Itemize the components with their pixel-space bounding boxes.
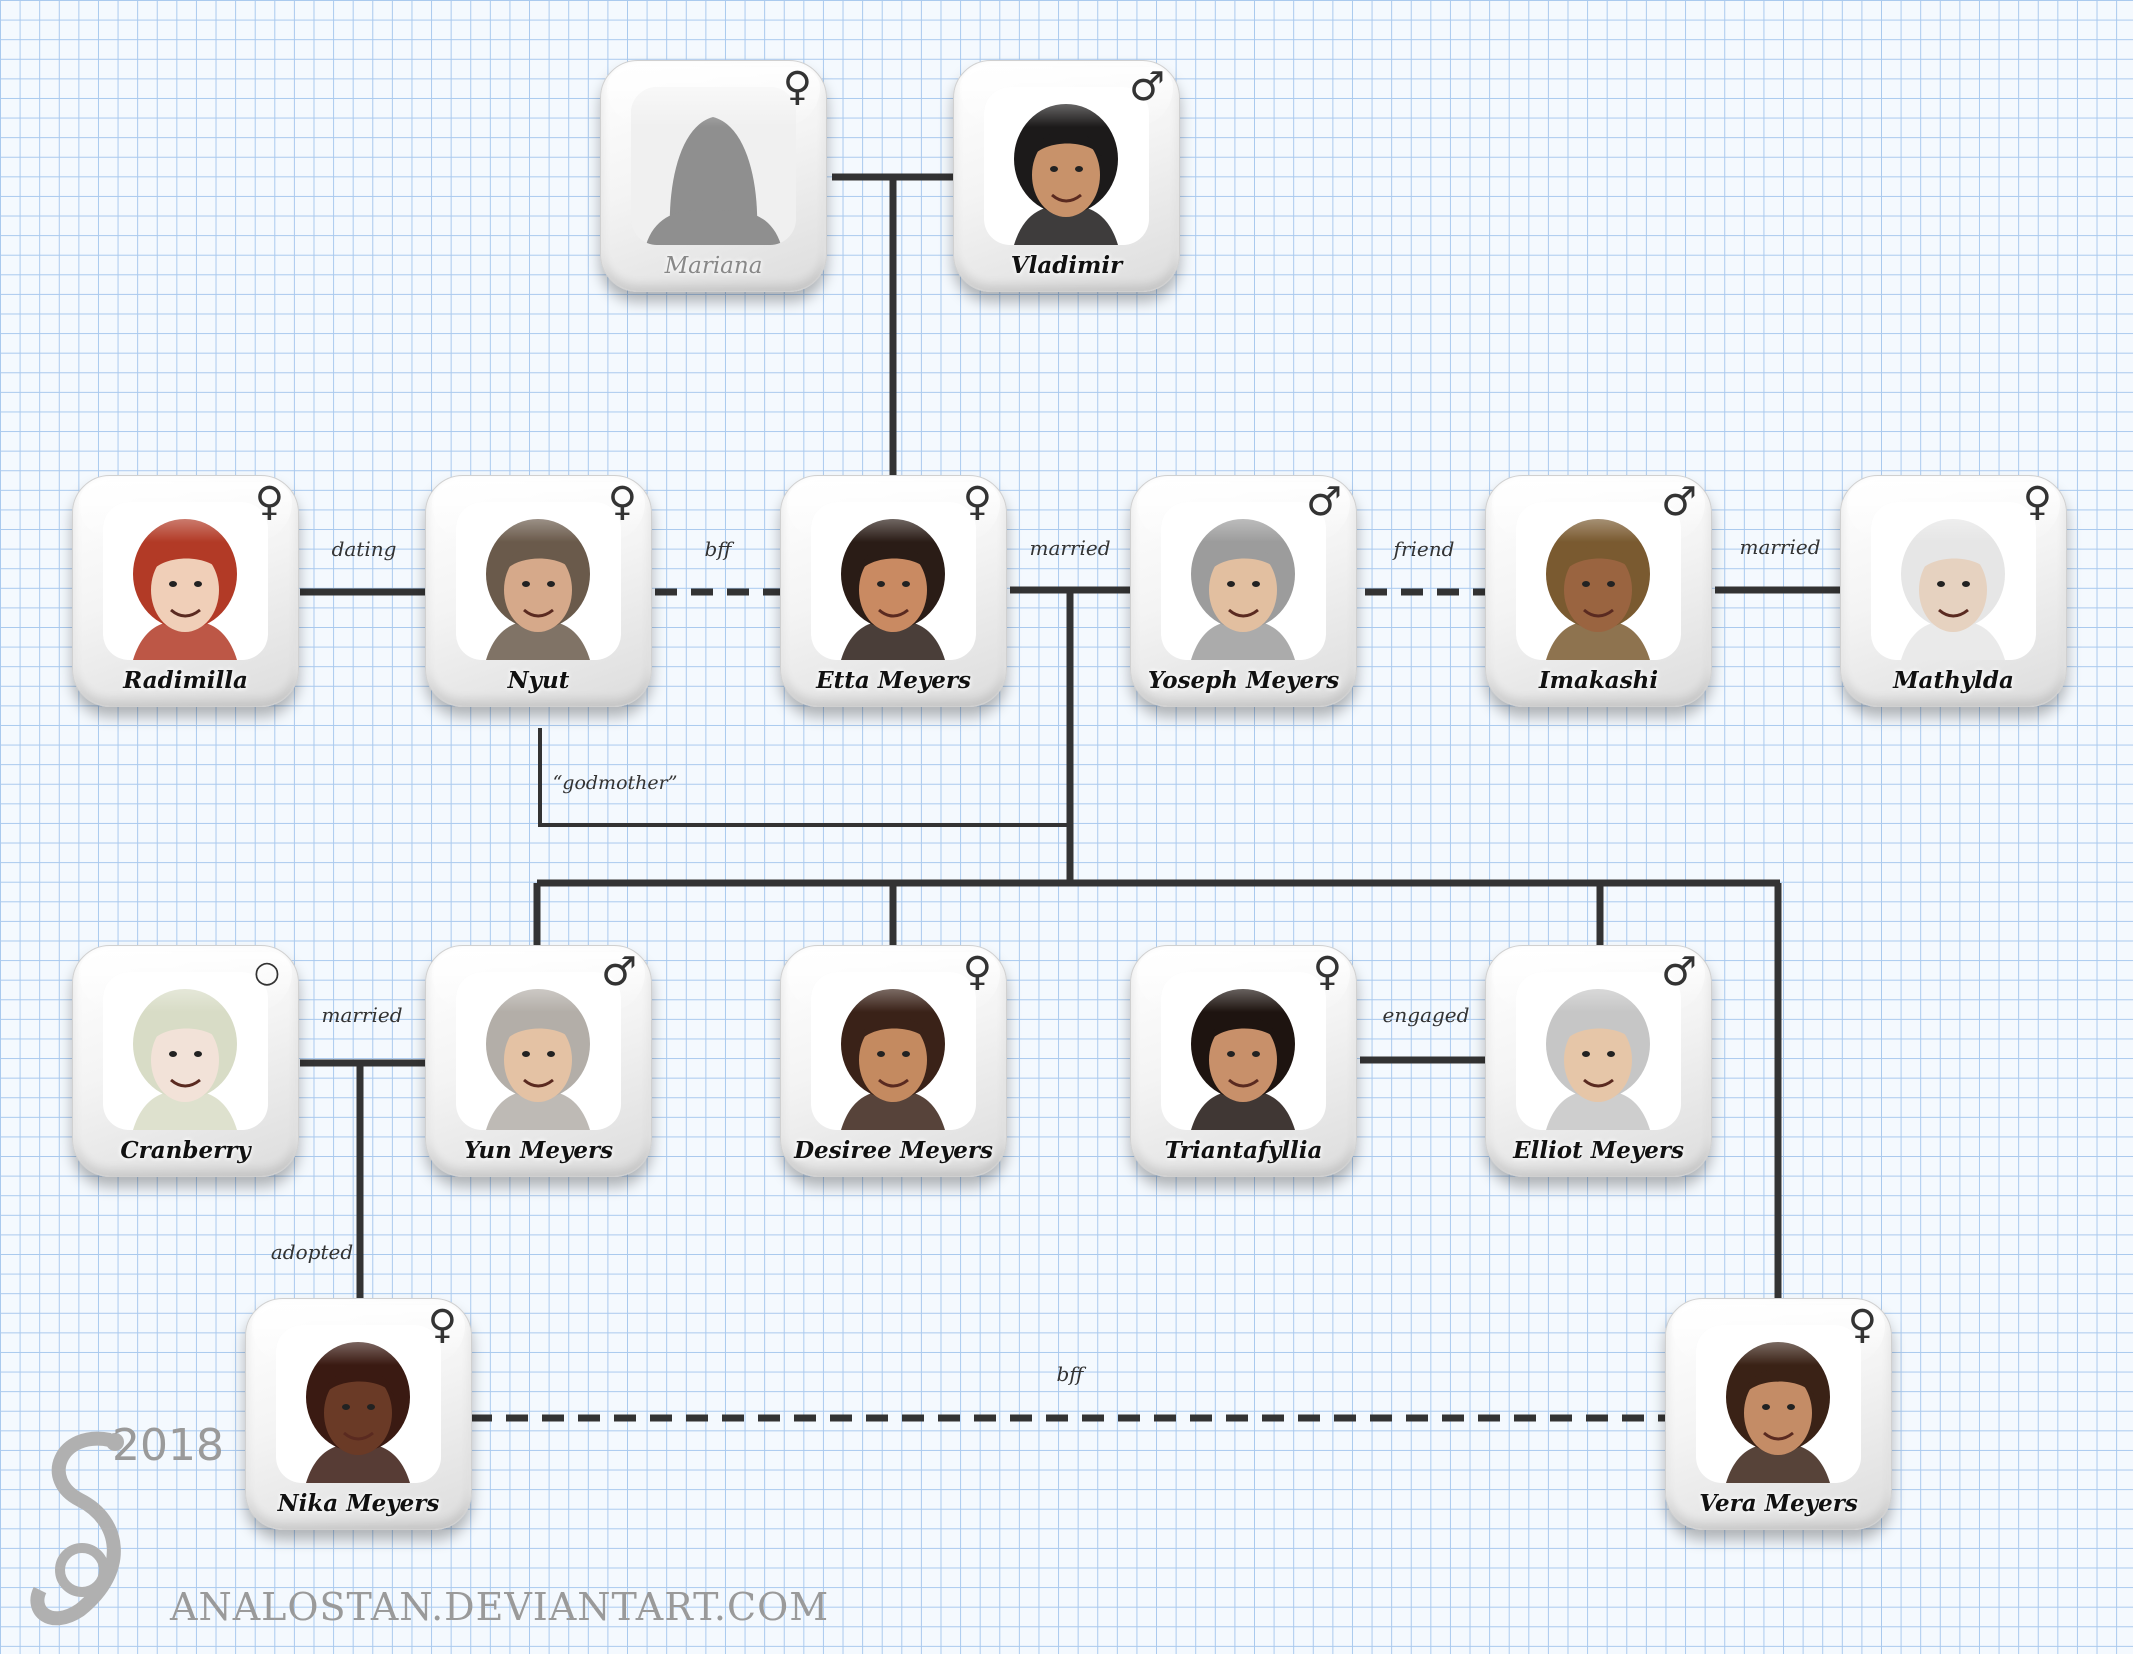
- person-name: Nyut: [507, 667, 570, 694]
- card-nika[interactable]: ♀ Nika Meyers: [245, 1298, 472, 1530]
- label-married-etta: married: [1029, 536, 1111, 560]
- female-symbol-icon: ♀: [1312, 949, 1342, 995]
- person-name: Mathylda: [1893, 667, 2014, 694]
- silhouette-portrait: [631, 87, 796, 245]
- person-name: Radimilla: [123, 667, 248, 694]
- male-symbol-icon: ♂: [1661, 479, 1697, 525]
- neutral-symbol-icon: ○: [253, 955, 280, 990]
- artist-logo: [30, 1431, 124, 1626]
- label-engaged: engaged: [1382, 1003, 1470, 1027]
- label-bff-bottom: bff: [1056, 1362, 1084, 1386]
- portrait: [1161, 502, 1326, 660]
- label-dating: dating: [331, 537, 397, 561]
- portrait: [456, 972, 621, 1130]
- portrait: [1871, 502, 2036, 660]
- label-married-imakashi: married: [1739, 535, 1821, 559]
- portrait: [1696, 1325, 1861, 1483]
- person-name: Etta Meyers: [816, 667, 971, 694]
- label-friend: friend: [1393, 537, 1455, 561]
- card-imakashi[interactable]: ♂ Imakashi: [1485, 475, 1712, 707]
- person-name: Yoseph Meyers: [1147, 667, 1340, 694]
- person-name: Vera Meyers: [1699, 1490, 1858, 1517]
- card-yun[interactable]: ♂ Yun Meyers: [425, 945, 652, 1177]
- person-name: Vladimir: [1010, 252, 1123, 279]
- person-name: Yun Meyers: [463, 1137, 614, 1164]
- card-vladimir[interactable]: ♂ Vladimir: [953, 60, 1180, 292]
- portrait: [1161, 972, 1326, 1130]
- female-symbol-icon: ♀: [962, 479, 992, 525]
- card-etta[interactable]: ♀ Etta Meyers: [780, 475, 1007, 707]
- person-name: Elliot Meyers: [1513, 1137, 1684, 1164]
- portrait: [1516, 972, 1681, 1130]
- male-symbol-icon: ♂: [601, 949, 637, 995]
- portrait: [811, 972, 976, 1130]
- card-vera[interactable]: ♀ Vera Meyers: [1665, 1298, 1892, 1530]
- male-symbol-icon: ♂: [1129, 64, 1165, 110]
- label-adopted: adopted: [270, 1240, 354, 1264]
- portrait: [456, 502, 621, 660]
- card-mathylda[interactable]: ♀ Mathylda: [1840, 475, 2067, 707]
- female-symbol-icon: ♀: [427, 1302, 457, 1348]
- female-symbol-icon: ♀: [607, 479, 637, 525]
- portrait: [811, 502, 976, 660]
- watermark-year: 2018: [112, 1420, 224, 1471]
- watermark-site: ANALOSTAN.DEVIANTART.COM: [170, 1585, 830, 1629]
- label-godmother: “godmother”: [552, 772, 678, 794]
- female-symbol-icon: ♀: [254, 479, 284, 525]
- card-elliot[interactable]: ♂ Elliot Meyers: [1485, 945, 1712, 1177]
- person-name: Imakashi: [1538, 667, 1659, 694]
- portrait: [103, 502, 268, 660]
- card-radimilla[interactable]: ♀ Radimilla: [72, 475, 299, 707]
- portrait: [276, 1325, 441, 1483]
- card-yoseph[interactable]: ♂ Yoseph Meyers: [1130, 475, 1357, 707]
- female-symbol-icon: ♀: [1847, 1302, 1877, 1348]
- card-triantafyllia[interactable]: ♀ Triantafyllia: [1130, 945, 1357, 1177]
- female-symbol-icon: ♀: [782, 64, 812, 110]
- portrait-frame: [631, 87, 796, 245]
- person-name: Nika Meyers: [277, 1490, 440, 1517]
- female-symbol-icon: ♀: [962, 949, 992, 995]
- portrait: [1516, 502, 1681, 660]
- person-name: Mariana: [664, 253, 763, 279]
- card-nyut[interactable]: ♀ Nyut: [425, 475, 652, 707]
- label-married-yun: married: [321, 1003, 403, 1027]
- male-symbol-icon: ♂: [1306, 479, 1342, 525]
- person-name: Triantafyllia: [1164, 1137, 1323, 1164]
- portrait: [103, 972, 268, 1130]
- line-godmother: [538, 728, 1068, 827]
- card-cranberry[interactable]: ○ Cranberry: [72, 945, 299, 1177]
- person-name: Desiree Meyers: [794, 1137, 993, 1164]
- card-mariana[interactable]: ♀ Mariana: [600, 60, 827, 292]
- male-symbol-icon: ♂: [1661, 949, 1697, 995]
- label-bff-top: bff: [704, 537, 732, 561]
- person-name: Cranberry: [120, 1137, 251, 1164]
- portrait: [984, 87, 1149, 245]
- card-desiree[interactable]: ♀ Desiree Meyers: [780, 945, 1007, 1177]
- female-symbol-icon: ♀: [2022, 479, 2052, 525]
